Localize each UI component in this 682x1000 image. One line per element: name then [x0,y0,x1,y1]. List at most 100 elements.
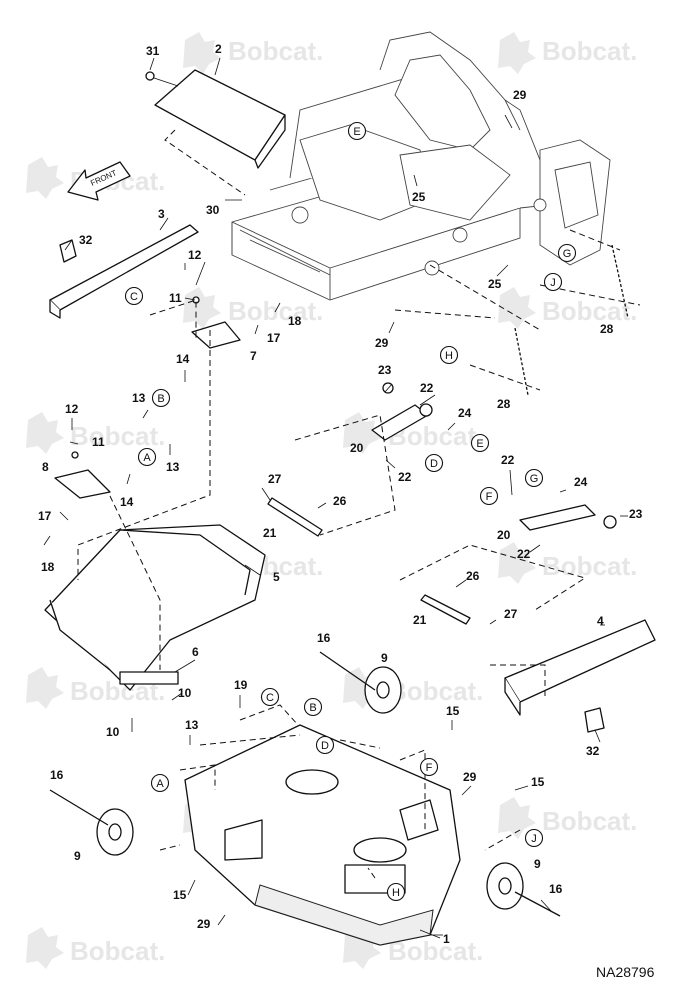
letter-callout-g: G [524,468,544,488]
svg-text:Bobcat.: Bobcat. [542,36,637,66]
callout-23: 23 [378,363,392,377]
mower-deck [184,724,461,946]
svg-text:Bobcat.: Bobcat. [70,421,165,451]
callout-14: 14 [176,352,190,366]
watermark-logo: Bobcat. [343,412,483,454]
mounting-rail [49,224,199,319]
callout-10: 10 [106,725,120,739]
caster-wheel-right [486,862,561,917]
callout-25: 25 [412,190,426,204]
callout-17: 17 [38,509,52,523]
callout-9: 9 [74,849,81,863]
watermark-logo: Bobcat. [498,797,637,839]
callout-4: 4 [597,614,604,628]
hardware-leaders [43,57,628,939]
letter-callout-j: J [524,828,544,848]
callout-5: 5 [273,570,280,584]
callout-21: 21 [413,613,427,627]
callout-25: 25 [488,277,502,291]
callout-10: 10 [178,686,192,700]
tractor-frame [231,31,611,301]
callout-31: 31 [146,44,160,58]
callout-7: 7 [250,349,257,363]
pivot-arm-lower [519,504,617,531]
letter-callout-e: E [347,121,367,141]
callout-29: 29 [463,770,477,784]
callout-2: 2 [215,42,222,56]
callout-9: 9 [381,651,388,665]
callout-15: 15 [446,704,460,718]
svg-text:G: G [530,473,539,485]
pin-lower [420,594,471,625]
callout-9: 9 [534,857,541,871]
letter-callout-b: B [151,388,171,408]
pivot-bracket [191,296,241,349]
pivot-bracket-left [54,451,111,499]
letter-callout-a: A [150,773,170,793]
svg-text:C: C [266,692,274,704]
callout-15: 15 [173,888,187,902]
chain-link-lower [514,327,529,396]
svg-text:Bobcat.: Bobcat. [542,296,637,326]
callout-22: 22 [517,547,531,561]
svg-text:Bobcat.: Bobcat. [542,551,637,581]
callout-22: 22 [420,381,434,395]
callout-24: 24 [574,475,588,489]
callout-26: 26 [466,569,480,583]
callout-18: 18 [288,314,302,328]
assembly-lines [77,129,641,879]
letter-callout-a: A [137,447,157,467]
callout-16: 16 [549,882,563,896]
svg-text:B: B [309,702,316,714]
callout-28: 28 [497,397,511,411]
svg-text:H: H [445,350,453,362]
svg-text:Bobcat.: Bobcat. [388,936,483,966]
callout-13: 13 [185,718,199,732]
letter-callout-c: C [124,286,144,306]
svg-text:J: J [550,277,556,289]
watermark-logo: Bobcat. [498,287,637,329]
shield-plate [145,69,286,169]
svg-text:C: C [130,291,138,303]
callout-14: 14 [120,495,134,509]
letter-callout-g: G [557,243,577,263]
callout-21: 21 [263,526,277,540]
letter-callout-j: J [543,272,563,292]
callout-22: 22 [501,453,515,467]
watermark-logo: Bobcat. [343,927,483,969]
svg-text:H: H [392,887,400,899]
svg-text:D: D [430,458,438,470]
svg-text:D: D [321,740,329,752]
letter-callout-c: C [260,687,280,707]
front-direction-arrow: FRONT [67,161,131,201]
letter-callout-e: E [470,433,490,453]
callout-30: 30 [206,203,220,217]
svg-text:Bobcat.: Bobcat. [70,936,165,966]
svg-text:E: E [353,126,360,138]
callout-numbers: 31 2 29 25 30 3 32 12 25 28 11 18 17 29 … [38,42,643,946]
svg-text:F: F [486,491,493,503]
svg-text:A: A [156,778,164,790]
callout-29: 29 [375,336,389,350]
pivot-arm-upper [371,382,433,441]
letter-callouts: E C G J H B E A D G F C B D F A J H [124,121,577,902]
callout-20: 20 [497,528,511,542]
callout-29: 29 [197,917,211,931]
svg-text:E: E [476,438,483,450]
callout-6: 6 [192,645,199,659]
svg-text:Bobcat.: Bobcat. [388,676,483,706]
svg-text:G: G [563,248,572,260]
letter-callout-d: D [315,735,335,755]
callout-32: 32 [586,744,600,758]
callout-13: 13 [166,460,180,474]
callout-8: 8 [42,460,49,474]
svg-text:Bobcat.: Bobcat. [228,36,323,66]
caster-wheel-left [49,789,134,856]
callout-20: 20 [350,441,364,455]
chain-link-upper [611,244,629,319]
callout-29: 29 [513,88,527,102]
callout-27: 27 [268,472,282,486]
callout-15: 15 [531,775,545,789]
letter-callout-h: H [439,345,459,365]
